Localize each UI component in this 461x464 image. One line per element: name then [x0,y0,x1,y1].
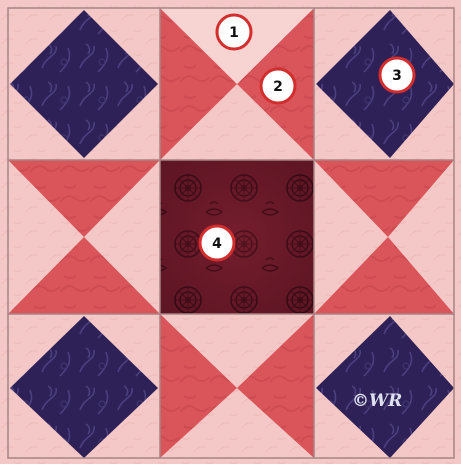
corner-block-bottom-left [8,314,160,458]
hourglass-block-right [314,160,454,314]
badge-3-label: 3 [392,68,402,84]
badge-3: 3 [380,58,414,92]
hourglass-block-bottom [160,314,314,458]
badge-2: 2 [261,69,295,103]
badge-4-label: 4 [212,236,222,252]
badge-1: 1 [217,15,251,49]
corner-block-bottom-right [314,314,454,458]
badge-2-label: 2 [273,79,283,95]
signature-watermark: ©WR [352,391,402,411]
corner-block-top-left [8,8,160,160]
hourglass-block-left [8,160,160,314]
badge-4: 4 [200,226,234,260]
badge-1-label: 1 [229,25,239,41]
center-square [160,160,314,314]
